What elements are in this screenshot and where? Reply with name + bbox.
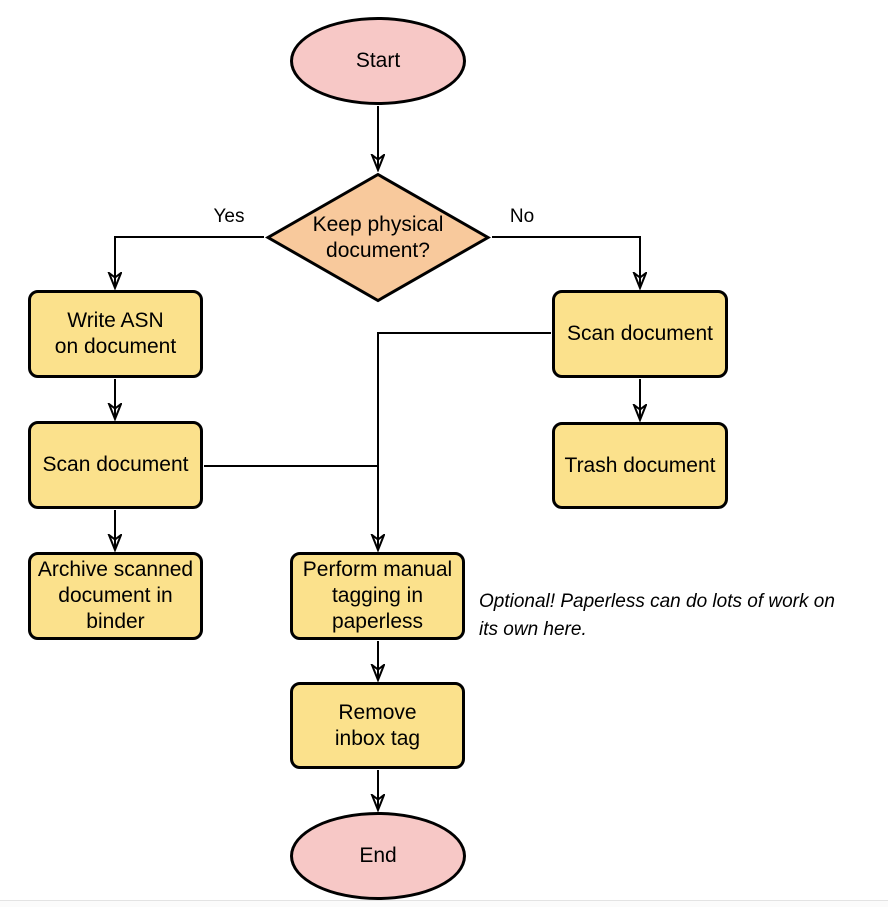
node-perform-tagging-label: Perform manual tagging in paperless [302, 558, 453, 633]
node-remove-inbox-label: Remove inbox tag [334, 700, 421, 750]
connector-decision-scan-right-no [492, 236, 640, 287]
node-trash-label: Trash document [564, 453, 716, 477]
connector-scan-right-perform-tagging [378, 332, 551, 549]
node-write-asn-on-document: Write ASN on document [28, 290, 203, 378]
connector-decision-write-asn-yes [115, 236, 264, 287]
node-end: End [290, 812, 466, 900]
note-optional-paperless: Optional! Paperless can do lots of work … [479, 591, 835, 640]
node-start: Start [290, 17, 466, 105]
node-scan-document-right-label: Scan document [567, 322, 713, 345]
node-scan-document-left-label: Scan document [42, 453, 189, 476]
node-perform-manual-tagging: Perform manual tagging in paperless [290, 552, 465, 640]
node-scan-document-right: Scan document [552, 290, 728, 378]
edge-label-no: No [509, 206, 535, 227]
node-end-label: End [359, 844, 397, 867]
node-write-asn-label: Write ASN on document [54, 309, 177, 358]
node-remove-inbox-tag: Remove inbox tag [290, 682, 465, 769]
diamond-shape [265, 172, 491, 303]
node-decision-label: Keep physical document? [312, 212, 444, 262]
node-decision-keep-physical-document: Keep physical document? [265, 172, 491, 303]
node-scan-document-left: Scan document [28, 421, 203, 509]
page-bottom-divider [0, 900, 888, 907]
node-archive-label: Archive scanned document in binder [37, 558, 194, 633]
edge-label-yes: Yes [213, 206, 245, 227]
node-archive-scanned-document: Archive scanned document in binder [28, 552, 203, 640]
node-trash-document: Trash document [552, 422, 728, 509]
node-start-label: Start [355, 49, 401, 72]
